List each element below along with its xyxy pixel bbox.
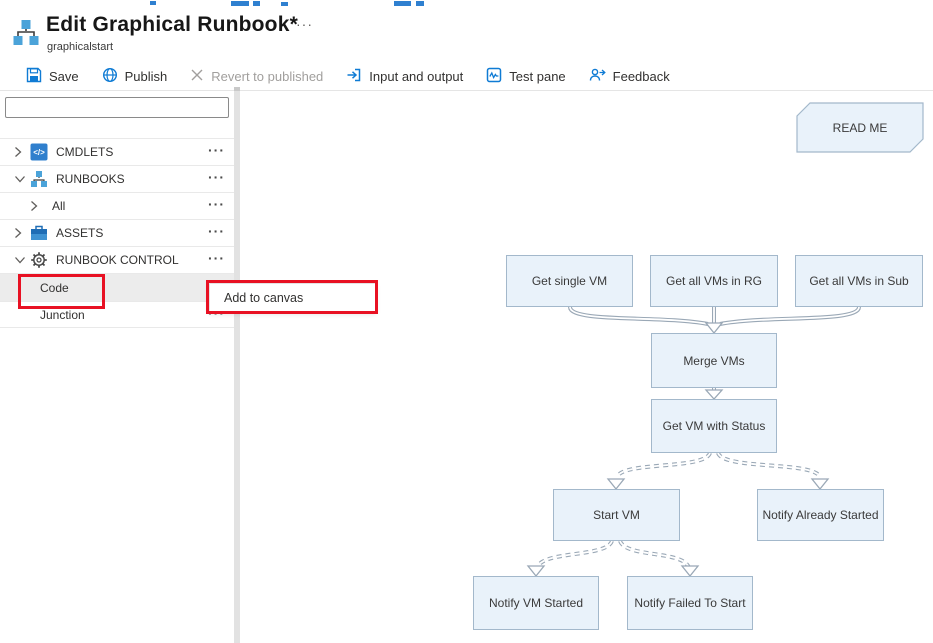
sidebar-item-all[interactable]: All ··· xyxy=(0,192,234,219)
cropped-text-fragment xyxy=(253,1,260,6)
node-merge-vms[interactable]: Merge VMs xyxy=(651,333,777,388)
publish-label: Publish xyxy=(124,68,168,84)
runbook-hierarchy-icon xyxy=(13,19,39,52)
cropped-text-fragment xyxy=(281,2,288,6)
item-menu-button[interactable]: ··· xyxy=(208,223,225,239)
sidebar-item-label: All xyxy=(52,199,66,213)
sidebar-item-label: Code xyxy=(40,280,69,295)
item-menu-button[interactable]: ··· xyxy=(208,196,225,212)
save-label: Save xyxy=(49,68,79,84)
feedback-person-icon xyxy=(589,67,606,86)
item-menu-button[interactable]: ··· xyxy=(208,250,225,266)
input-output-label: Input and output xyxy=(369,68,464,84)
sidebar-item-label: RUNBOOK CONTROL xyxy=(56,253,179,267)
input-output-icon xyxy=(346,67,362,86)
publish-globe-icon xyxy=(102,67,118,86)
cropped-text-fragment xyxy=(150,1,156,5)
sidebar-item-runbooks[interactable]: RUNBOOKS ··· xyxy=(0,165,234,192)
feedback-label: Feedback xyxy=(612,68,670,84)
revert-label: Revert to published xyxy=(211,68,324,84)
cropped-text-fragment xyxy=(416,1,424,6)
chevron-right-icon[interactable] xyxy=(30,200,42,212)
library-search-input[interactable] xyxy=(5,97,229,118)
svg-text:</>: </> xyxy=(33,148,45,157)
chevron-down-icon[interactable] xyxy=(14,175,26,183)
runbooks-hierarchy-icon xyxy=(30,170,48,188)
save-floppy-icon xyxy=(26,67,42,86)
sidebar-item-cmdlets[interactable]: </> CMDLETS ··· xyxy=(0,138,234,165)
page-subtitle: graphicalstart xyxy=(47,41,114,53)
revert-x-icon xyxy=(190,68,204,85)
add-to-canvas-menu-item[interactable]: Add to canvas xyxy=(224,290,304,305)
title-more-button[interactable]: ··· xyxy=(296,16,313,32)
item-menu-button[interactable]: ··· xyxy=(208,169,225,185)
node-notify-already-started[interactable]: Notify Already Started xyxy=(757,489,884,541)
sidebar-item-label: Junction xyxy=(40,307,85,322)
sidebar-item-label: CMDLETS xyxy=(56,145,114,159)
page-title: Edit Graphical Runbook* xyxy=(46,13,298,36)
node-start-vm[interactable]: Start VM xyxy=(553,489,680,541)
chevron-right-icon[interactable] xyxy=(14,146,26,158)
sidebar-item-code[interactable]: Code xyxy=(0,273,234,301)
pane-divider-handle[interactable] xyxy=(234,87,240,93)
chevron-down-icon[interactable] xyxy=(14,256,26,264)
pane-divider[interactable] xyxy=(234,91,240,643)
readme-note[interactable]: READ ME xyxy=(832,120,888,135)
save-button[interactable]: Save xyxy=(26,67,79,86)
node-notify-vm-started[interactable]: Notify VM Started xyxy=(473,576,599,630)
assets-toolbox-icon xyxy=(30,224,48,242)
input-and-output-button[interactable]: Input and output xyxy=(346,67,463,86)
sidebar-item-assets[interactable]: ASSETS ··· xyxy=(0,219,234,246)
sidebar-item-label: RUNBOOKS xyxy=(56,172,125,186)
toolbar-separator xyxy=(0,90,933,91)
gear-icon xyxy=(30,251,48,269)
sidebar-item-runbook-control[interactable]: RUNBOOK CONTROL ··· xyxy=(0,246,234,273)
node-get-single-vm[interactable]: Get single VM xyxy=(506,255,633,307)
sidebar-item-label: ASSETS xyxy=(56,226,104,240)
node-get-all-vms-in-rg[interactable]: Get all VMs in RG xyxy=(650,255,778,307)
item-menu-button[interactable]: ··· xyxy=(208,142,225,158)
cropped-text-fragment xyxy=(394,1,411,6)
node-get-vm-with-status[interactable]: Get VM with Status xyxy=(651,399,777,453)
chevron-right-icon[interactable] xyxy=(14,227,26,239)
node-get-all-vms-in-sub[interactable]: Get all VMs in Sub xyxy=(795,255,923,307)
cmdlets-code-icon: </> xyxy=(30,143,48,161)
sidebar-item-junction[interactable]: Junction ··· xyxy=(0,301,234,328)
library-sidebar: </> CMDLETS ··· RUNBOOKS ··· All ··· ASS… xyxy=(0,91,234,643)
test-pane-label: Test pane xyxy=(509,68,566,84)
command-bar: Save Publish Revert to published Input a… xyxy=(0,62,933,90)
node-notify-failed-to-start[interactable]: Notify Failed To Start xyxy=(627,576,753,630)
feedback-button[interactable]: Feedback xyxy=(589,67,670,86)
publish-button[interactable]: Publish xyxy=(102,67,168,86)
test-pane-icon xyxy=(486,67,502,86)
context-menu: Add to canvas xyxy=(209,283,376,312)
revert-to-published-button[interactable]: Revert to published xyxy=(190,68,323,85)
test-pane-button[interactable]: Test pane xyxy=(486,67,566,86)
cropped-text-fragment xyxy=(231,1,249,6)
